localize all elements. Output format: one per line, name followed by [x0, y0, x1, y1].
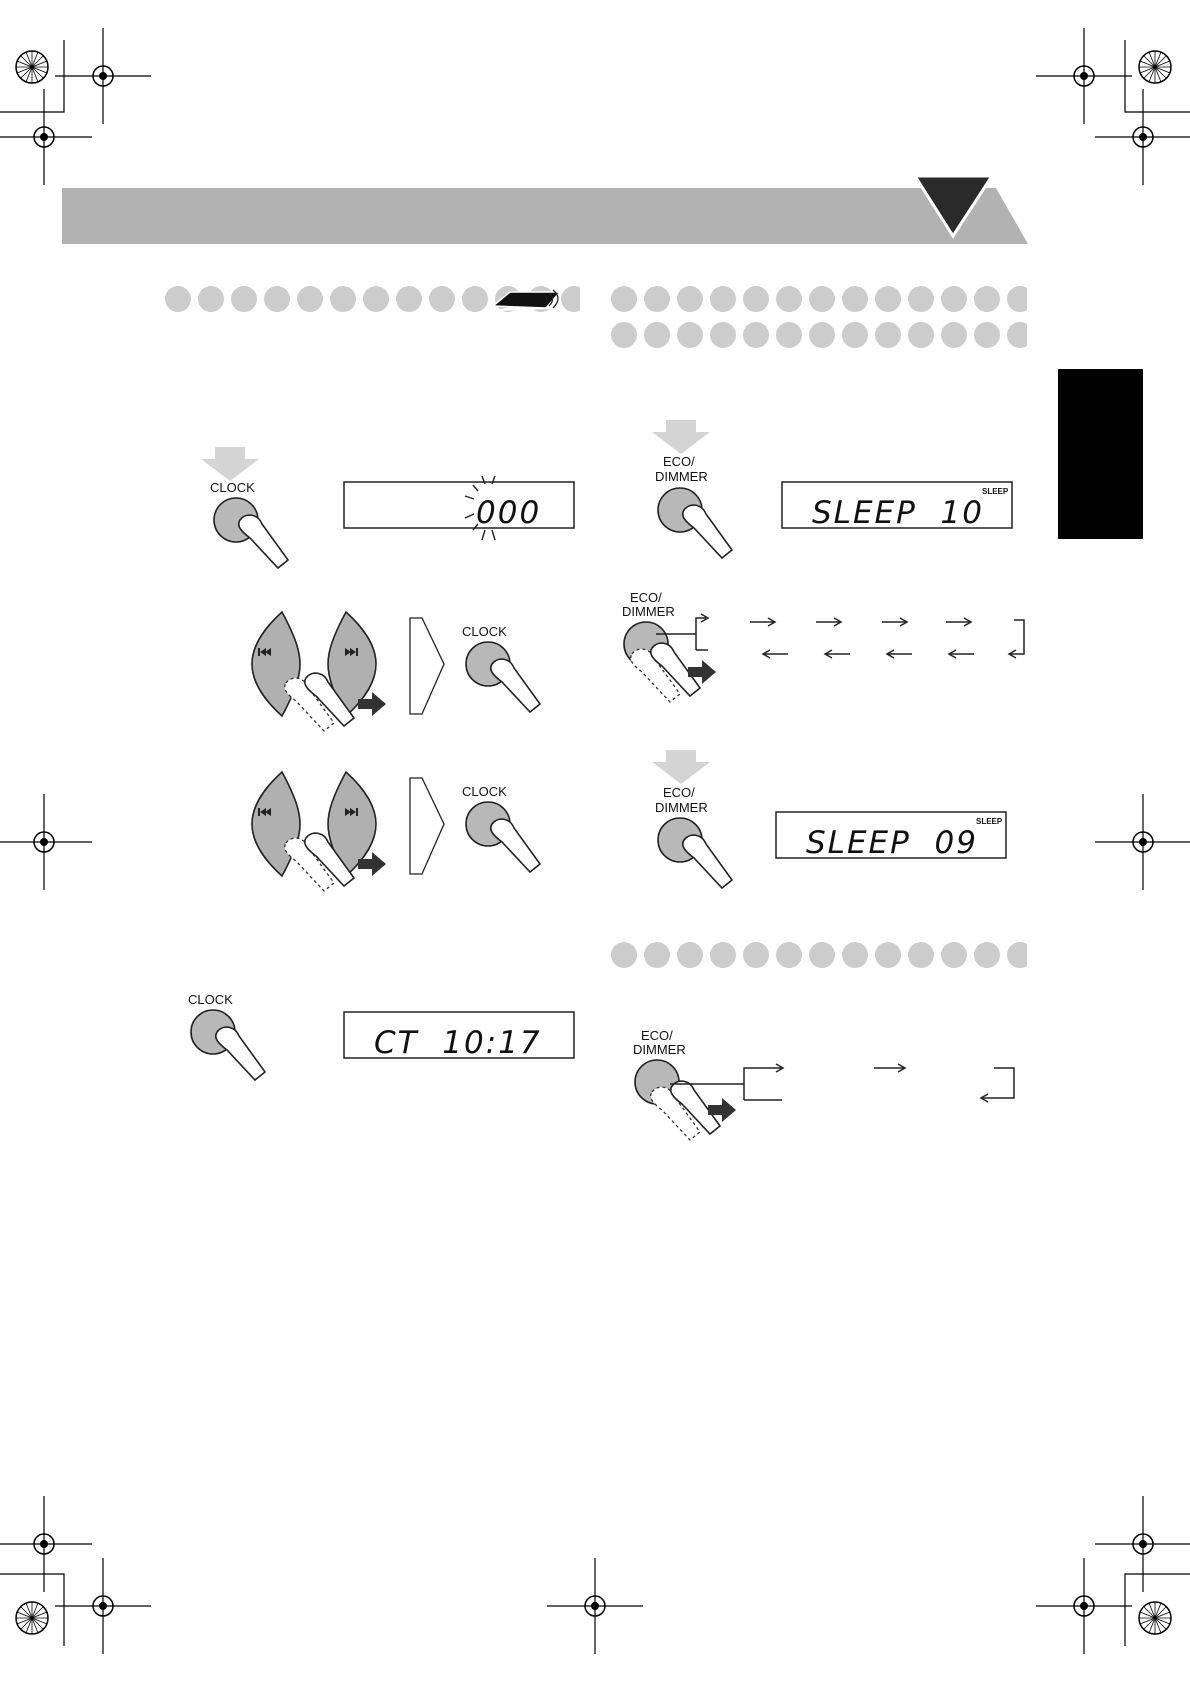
section-header-dots-right	[611, 286, 1027, 348]
registration-mark-icon	[0, 1495, 93, 1593]
skip-keys-group-1: CLOCK	[251, 610, 541, 732]
remote-control-icon	[491, 289, 562, 311]
next-button[interactable]	[327, 770, 377, 878]
finger-press-icon	[489, 658, 541, 713]
finger-press-icon	[237, 514, 289, 569]
sleep-display-2: SLEEP SLEEP 09	[775, 811, 1007, 861]
down-arrow-icon	[201, 447, 259, 481]
section-header-dots-right-lower	[611, 942, 1027, 968]
registration-mark-icon	[1094, 1495, 1190, 1593]
sleep-value: SLEEP 10	[812, 495, 984, 531]
language-side-tab	[1058, 369, 1143, 539]
registration-mark-icon	[1035, 1557, 1133, 1655]
eco-dimmer-label-line2: DIMMER	[655, 800, 708, 815]
skip-keys-group-2: CLOCK	[251, 770, 541, 892]
clock-result-value: CT 10:17	[374, 1025, 542, 1061]
sleep-cycle-diagram	[656, 613, 1025, 659]
starburst-mark-icon	[15, 1601, 49, 1635]
clock-button[interactable]: CLOCK	[462, 784, 511, 847]
clock-button-label: CLOCK	[210, 480, 255, 495]
eco-dimmer-label-line2: DIMMER	[622, 604, 675, 619]
previous-button[interactable]	[251, 770, 301, 878]
eco-dimmer-label-line2: DIMMER	[655, 469, 708, 484]
clock-button-label: CLOCK	[462, 624, 507, 639]
finger-press-icon	[489, 818, 541, 873]
skip-forward-icon	[345, 808, 358, 816]
flow-chevron-icon	[409, 777, 445, 875]
registration-mark-icon	[1094, 793, 1190, 891]
eco-dimmer-label-line1: ECO/	[641, 1028, 673, 1043]
flow-chevron-icon	[409, 617, 445, 715]
finger-press-icon	[214, 1026, 266, 1081]
skip-forward-icon	[345, 648, 358, 656]
eco-cycle-diagram	[670, 1063, 1015, 1103]
clock-setting-value: 000	[476, 495, 541, 531]
starburst-mark-icon	[15, 50, 49, 84]
sleep-value: SLEEP 09	[806, 825, 978, 861]
finger-press-icon	[681, 834, 733, 889]
eco-dimmer-label-line1: ECO/	[663, 454, 695, 469]
registration-mark-icon	[0, 793, 93, 891]
skip-back-icon	[258, 808, 271, 816]
skip-back-icon	[258, 648, 271, 656]
registration-mark-icon	[54, 1557, 152, 1655]
down-arrow-icon	[652, 420, 710, 454]
previous-button[interactable]	[251, 610, 301, 718]
eco-dimmer-label-line1: ECO/	[663, 785, 695, 800]
registration-mark-icon	[546, 1557, 644, 1655]
clock-result-display: CT 10:17	[343, 1011, 575, 1061]
clock-button-label: CLOCK	[188, 992, 233, 1007]
registration-mark-icon	[1094, 88, 1190, 186]
clock-setting-display: 000	[343, 475, 575, 541]
down-arrow-icon	[652, 750, 710, 784]
eco-dimmer-label-line2: DIMMER	[633, 1042, 686, 1057]
registration-mark-icon	[54, 27, 152, 125]
clock-button-label: CLOCK	[462, 784, 507, 799]
sleep-indicator: SLEEP	[982, 487, 1009, 496]
starburst-mark-icon	[1138, 1601, 1172, 1635]
registration-mark-icon	[0, 88, 93, 186]
crop-marks	[0, 27, 1190, 1655]
finger-press-icon	[681, 504, 733, 559]
header-band	[62, 174, 1028, 244]
eco-dimmer-label-line1: ECO/	[630, 590, 662, 605]
sleep-display-1: SLEEP SLEEP 10	[781, 481, 1013, 531]
starburst-mark-icon	[1138, 50, 1172, 84]
registration-mark-icon	[1035, 27, 1133, 125]
sleep-indicator: SLEEP	[976, 817, 1003, 826]
blink-burst-icon	[464, 475, 496, 541]
